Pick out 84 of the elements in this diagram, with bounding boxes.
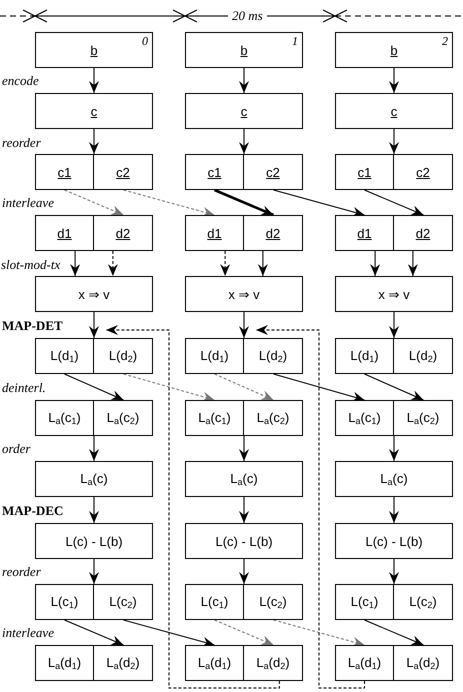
step-label: interleave (2, 625, 54, 641)
split-box (35, 154, 153, 190)
split-box (35, 215, 153, 251)
split-box (35, 400, 153, 436)
split-box (185, 338, 303, 374)
arrow (389, 68, 399, 94)
process-box: c (335, 93, 453, 129)
arrow (239, 496, 249, 524)
process-box: c (185, 93, 303, 129)
arrow (89, 436, 99, 462)
split-box (335, 645, 453, 681)
arrow (64, 620, 124, 646)
arrow (220, 250, 230, 276)
split-box (335, 400, 453, 436)
arrow (64, 190, 124, 216)
arrow (408, 250, 418, 276)
arrow (123, 190, 215, 217)
arrow (108, 250, 118, 276)
arrow (364, 190, 424, 216)
step-label: MAP-DET (2, 318, 63, 334)
step-label: interleave (2, 195, 54, 211)
arrow (70, 250, 80, 276)
process-box: L(c) - L(b) (185, 523, 303, 559)
step-label: encode (2, 73, 39, 89)
process-box: x ⇒ v (185, 276, 303, 312)
process-box: L$_{a}$(c) (185, 461, 303, 497)
arrow (239, 68, 249, 94)
arrow (214, 188, 274, 216)
arrow (123, 374, 215, 402)
process-box: b 0 (35, 32, 153, 68)
step-label: order (2, 441, 30, 457)
step-label: MAP-DEC (2, 503, 64, 519)
split-box (185, 645, 303, 681)
arrow (123, 620, 215, 647)
arrow (64, 374, 124, 400)
split-box (335, 215, 453, 251)
split-box (35, 338, 153, 374)
arrow (239, 558, 249, 584)
split-box (35, 584, 153, 620)
arrow (370, 250, 380, 276)
arrow (89, 128, 99, 154)
arrow (389, 436, 399, 462)
process-box: L(c) - L(b) (35, 523, 153, 559)
process-box: L$_{a}$(c) (335, 461, 453, 497)
arrow (256, 325, 365, 688)
process-box: b 2 (335, 32, 453, 68)
step-label: slot-mod-tx (1, 257, 60, 273)
process-box: c (35, 93, 153, 129)
arrow (389, 496, 399, 524)
arrow (273, 374, 365, 402)
process-box: b 1 (185, 32, 303, 68)
arrow (389, 312, 399, 338)
arrow (89, 496, 99, 524)
process-box: x ⇒ v (35, 276, 153, 312)
split-box (185, 400, 303, 436)
process-box: L(c) - L(b) (335, 523, 453, 559)
arrow (214, 374, 274, 400)
arrow (273, 620, 365, 647)
split-box (35, 645, 153, 681)
arrow (364, 374, 424, 400)
arrow (239, 436, 249, 462)
step-label: reorder (2, 564, 41, 580)
step-label: deinterl. (2, 380, 46, 396)
arrow (106, 325, 280, 688)
arrow (214, 620, 274, 646)
split-box (185, 215, 303, 251)
split-box (335, 584, 453, 620)
arrow (258, 250, 268, 276)
split-box (185, 154, 303, 190)
arrow (389, 128, 399, 154)
arrow (389, 558, 399, 584)
process-box: L$_{a}$(c) (35, 461, 153, 497)
split-box (335, 338, 453, 374)
split-box (335, 154, 453, 190)
arrow (239, 128, 249, 154)
step-label: reorder (2, 135, 41, 151)
arrow (364, 620, 424, 646)
arrow (273, 190, 365, 217)
split-box (185, 584, 303, 620)
arrow (89, 312, 99, 338)
arrow (89, 68, 99, 94)
arrow (89, 558, 99, 584)
arrow (239, 312, 249, 338)
process-box: x ⇒ v (335, 276, 453, 312)
